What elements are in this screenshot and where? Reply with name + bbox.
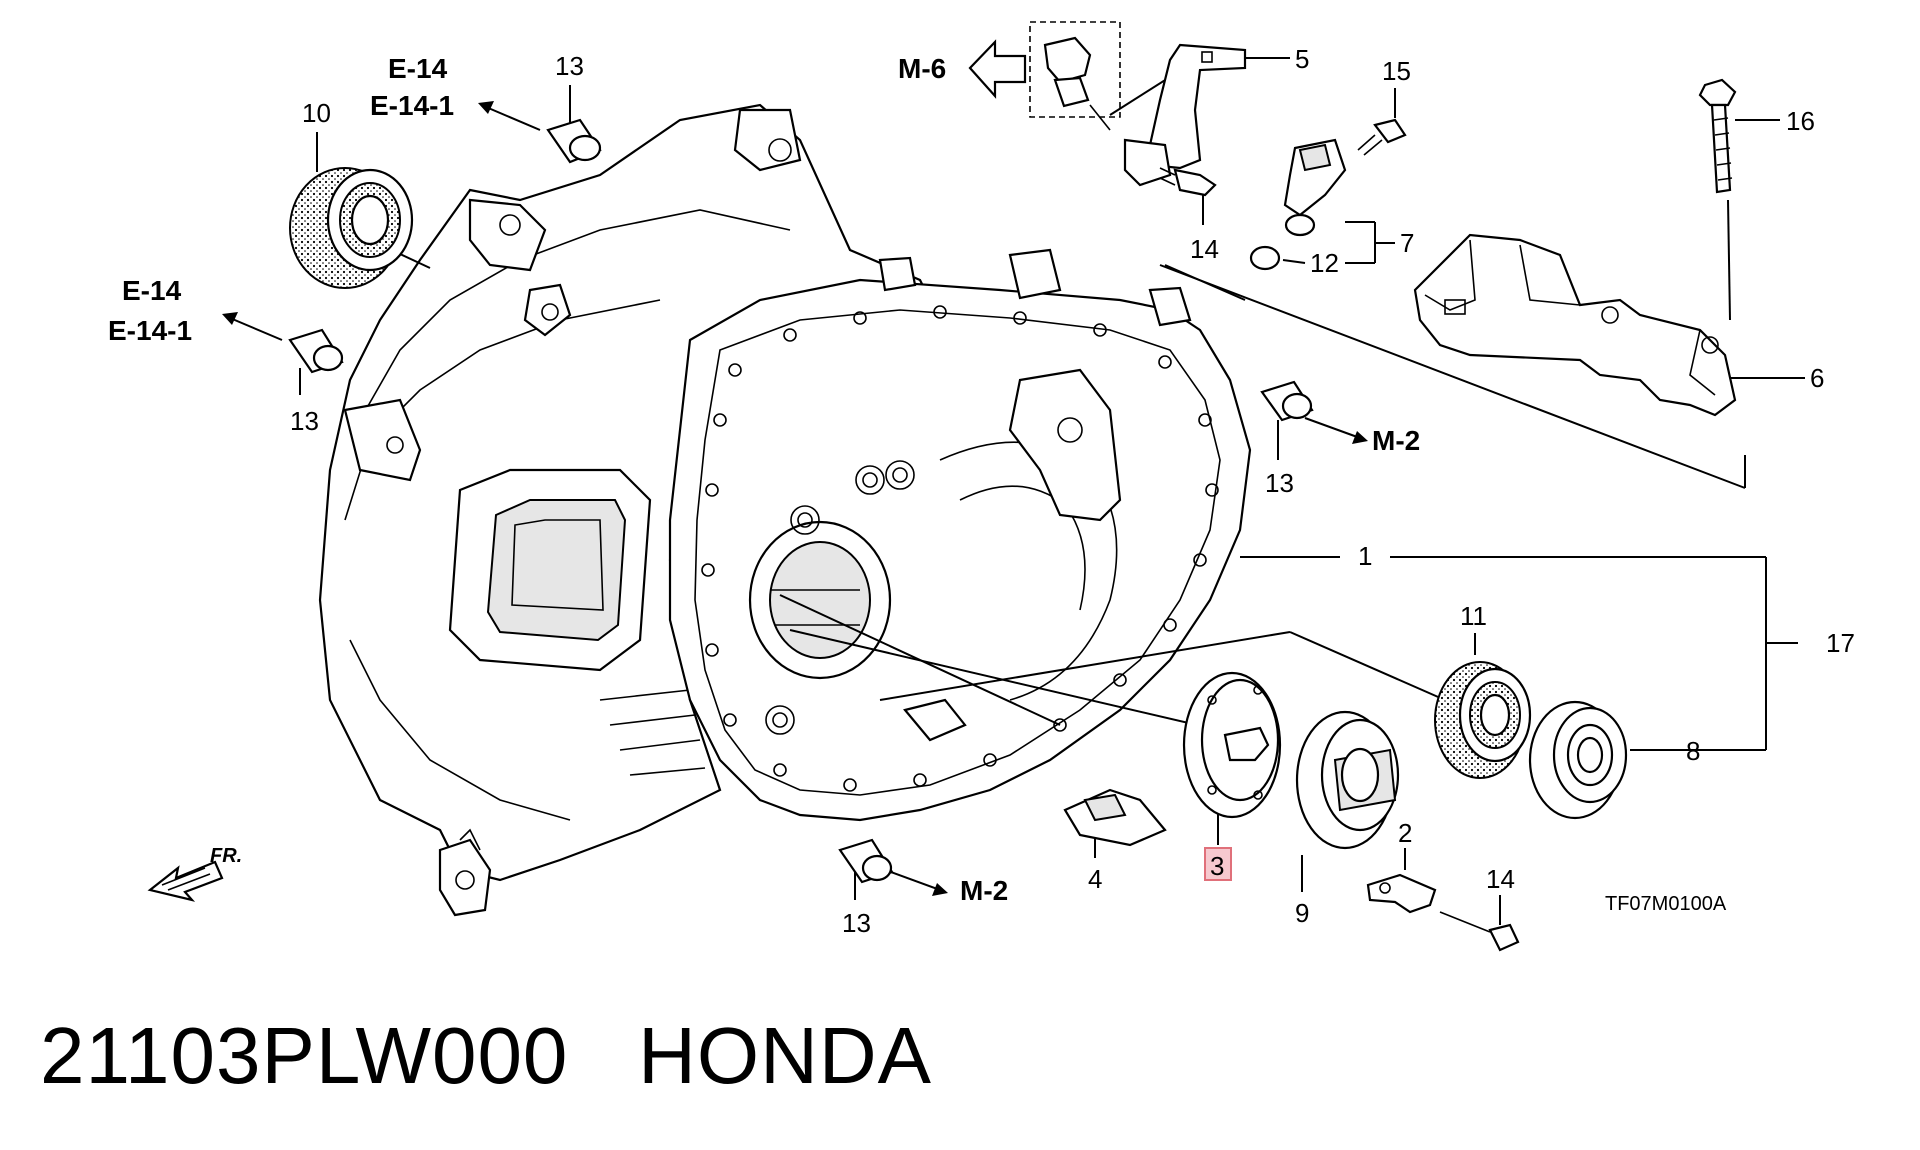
- callout-1: 1: [1358, 541, 1372, 571]
- ref-m2-right: M-2: [1372, 425, 1420, 456]
- ref-e14-1-left: E-14-1: [108, 315, 192, 346]
- callout-labels: 1 2 3 4 5 6 7 8 9 10 11 12 13 13 13 13 1…: [108, 44, 1855, 938]
- front-marker-label: FR.: [210, 845, 242, 867]
- bracket-part-6: [1413, 233, 1737, 417]
- callout-5: 5: [1295, 44, 1309, 74]
- front-direction-indicator: FR.: [147, 845, 242, 902]
- bracket-part-5: [1123, 43, 1247, 187]
- callout-13-right: 13: [1265, 468, 1294, 498]
- sensor-part-7: [1283, 138, 1347, 237]
- callout-9: 9: [1295, 898, 1309, 928]
- bolt-part-14-bottom: [1439, 911, 1520, 952]
- dowel-pin-top: [546, 118, 602, 164]
- plate-part-3: [1182, 671, 1282, 819]
- callout-12: 12: [1310, 248, 1339, 278]
- part-number: 21103PLW000: [40, 1011, 569, 1100]
- callout-10: 10: [302, 98, 331, 128]
- o-ring-part-12: [1249, 245, 1281, 271]
- ref-m6: M-6: [898, 53, 946, 84]
- callout-15: 15: [1382, 56, 1411, 86]
- part-number-footer: 21103PLW000 HONDA: [40, 1010, 932, 1102]
- clip-detail: [1029, 21, 1121, 131]
- leader-lines: [299, 57, 1805, 925]
- brand-name: HONDA: [638, 1011, 933, 1100]
- callout-17: 17: [1826, 628, 1855, 658]
- callout-13-top: 13: [555, 51, 584, 81]
- dowel-pin-left: [288, 328, 344, 374]
- bolt-part-14-top: [1159, 167, 1217, 197]
- bolt-part-15: [1357, 118, 1407, 156]
- long-bolt-part-16: [1698, 78, 1737, 194]
- callout-7: 7: [1400, 228, 1414, 258]
- clutch-housing-face: [668, 248, 1252, 822]
- callout-8: 8: [1686, 736, 1700, 766]
- callout-13-left: 13: [290, 406, 319, 436]
- callout-11: 11: [1460, 601, 1487, 631]
- bearing-part-9: [1295, 710, 1400, 850]
- dowel-pin-bottom: [838, 838, 894, 884]
- callout-6: 6: [1810, 363, 1824, 393]
- callout-3: 3: [1210, 851, 1224, 881]
- ref-m2-bottom: M-2: [960, 875, 1008, 906]
- guide-part-4: [1063, 788, 1167, 847]
- callout-13-bottom: 13: [842, 908, 871, 938]
- bearing-part-11: [1434, 661, 1532, 779]
- oil-seal-part: [289, 167, 414, 289]
- callout-16: 16: [1786, 106, 1815, 136]
- parts-diagram: FR. 1 2 3 4 5 6 7 8 9 10 11 12 13 13 13 …: [108, 21, 1855, 952]
- bearing-part-8: [1528, 700, 1628, 820]
- callout-2: 2: [1398, 818, 1412, 848]
- ref-e14-1-top: E-14-1: [370, 90, 454, 121]
- plate-part-2: [1366, 873, 1437, 914]
- diagram-code: TF07M0100A: [1605, 893, 1727, 915]
- dowel-pin-right: [1260, 380, 1314, 422]
- callout-14-bottom: 14: [1486, 864, 1515, 894]
- ref-e14-top: E-14: [388, 53, 448, 84]
- callout-14-top: 14: [1190, 234, 1219, 264]
- callout-4: 4: [1088, 864, 1102, 894]
- ref-e14-left: E-14: [122, 275, 182, 306]
- highlight-box: [1204, 847, 1232, 881]
